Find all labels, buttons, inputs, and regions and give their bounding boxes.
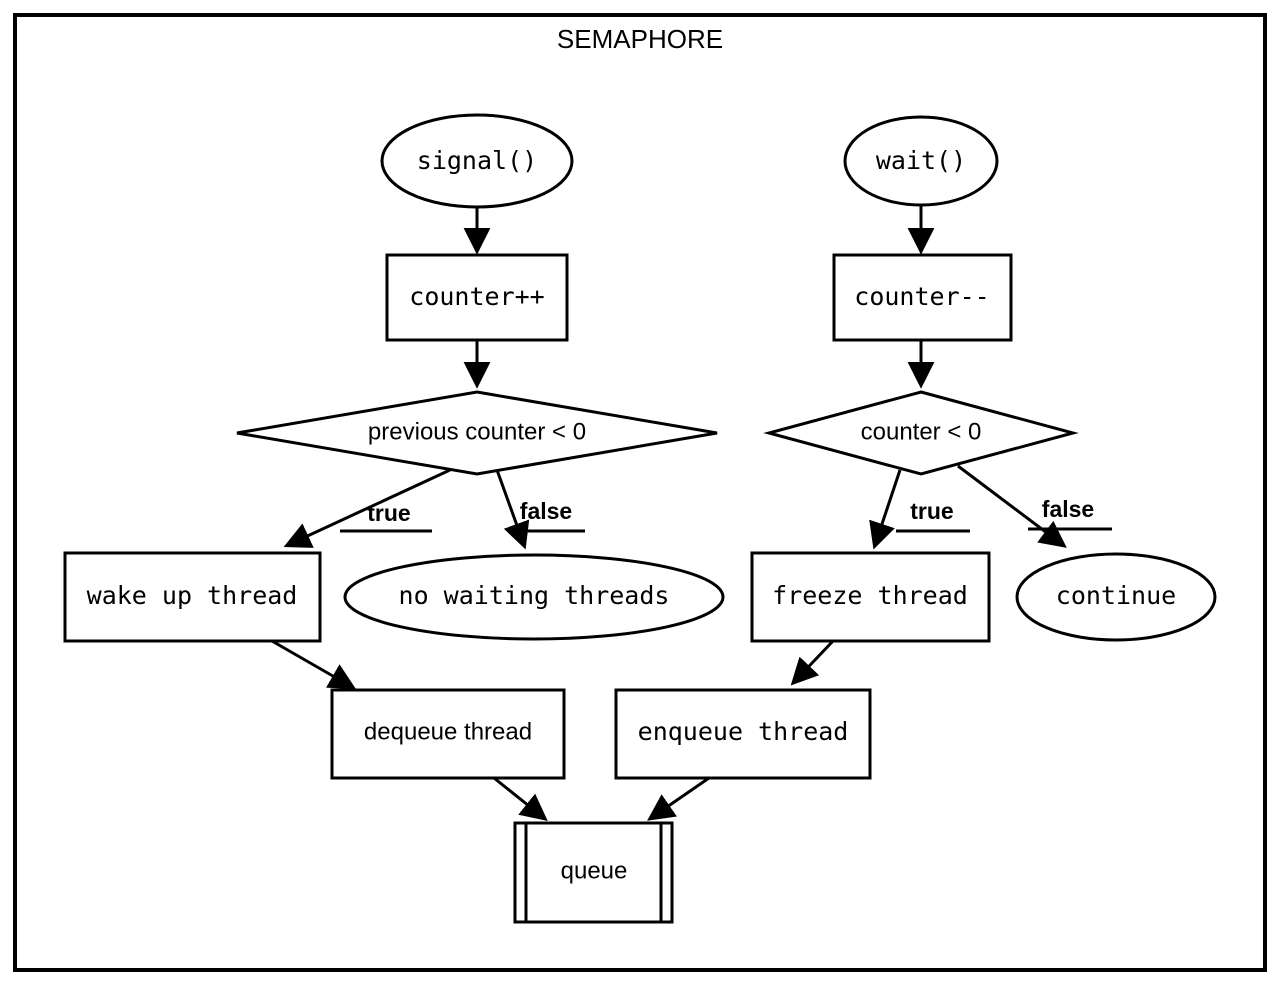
node-enqueue-thread-label: enqueue thread (638, 717, 849, 746)
node-queue[interactable] (513, 821, 674, 924)
node-wake-up-thread-label: wake up thread (87, 581, 298, 610)
edge-dequeue-to-queue (493, 776, 548, 821)
edge-freeze-to-enqueue (790, 639, 835, 686)
edge-label-wait-false: false (1042, 496, 1094, 522)
node-no-waiting-threads-label: no waiting threads (399, 581, 670, 610)
diagram-frame (13, 13, 1267, 972)
node-wait-label: wait() (876, 146, 966, 175)
node-freeze-thread-label: freeze thread (772, 581, 968, 610)
node-continue-label: continue (1056, 581, 1176, 610)
edge-wait-false (957, 464, 1067, 548)
node-dequeue-thread-label: dequeue thread (364, 718, 532, 745)
edge-enqueue-to-queue (647, 776, 710, 821)
node-wait[interactable] (843, 115, 999, 207)
node-queue-label: queue (561, 857, 628, 884)
node-wake-up-thread[interactable] (63, 551, 322, 643)
node-decision-counter[interactable] (763, 390, 1079, 476)
node-no-waiting-threads[interactable] (343, 553, 725, 641)
node-counter-increment[interactable] (385, 253, 569, 342)
node-counter-decrement[interactable] (832, 253, 1013, 342)
node-freeze-thread[interactable] (750, 551, 991, 643)
node-counter-decrement-label: counter-- (854, 282, 989, 311)
diagram-title: SEMAPHORE (557, 24, 723, 54)
edge-label-signal-true: true (367, 500, 410, 526)
edge-signal-true (283, 468, 451, 548)
edge-label-signal-false: false (520, 498, 572, 524)
node-signal[interactable] (380, 113, 574, 209)
node-enqueue-thread[interactable] (614, 688, 872, 780)
edge-wait-true (869, 469, 902, 550)
edge-label-wait-true: true (910, 498, 953, 524)
node-signal-label: signal() (417, 146, 537, 175)
node-continue[interactable] (1015, 552, 1217, 642)
node-dequeue-thread[interactable] (330, 688, 566, 780)
edge-wake-to-dequeue (271, 639, 357, 690)
node-decision-counter-label: counter < 0 (861, 418, 982, 445)
node-decision-previous-counter[interactable] (236, 390, 718, 476)
node-decision-previous-counter-label: previous counter < 0 (368, 418, 586, 445)
node-counter-increment-label: counter++ (409, 282, 544, 311)
